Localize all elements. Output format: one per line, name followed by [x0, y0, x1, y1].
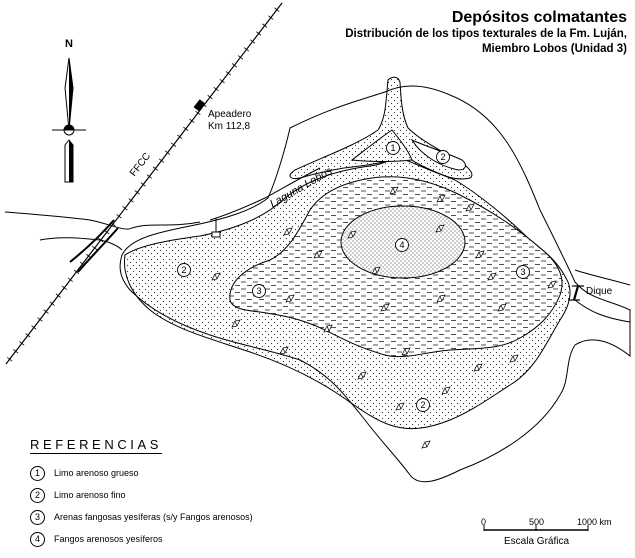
- zone-marker: 3: [252, 284, 266, 298]
- railway-line: [5, 2, 283, 365]
- road-crossing: [69, 219, 119, 273]
- river-east-bank: [574, 299, 631, 323]
- dam-marker: [568, 285, 584, 301]
- legend-text: Fangos arenosos yesíferos: [54, 534, 163, 544]
- zone-marker: 2: [416, 398, 430, 412]
- north-arrow-icon: [52, 57, 86, 183]
- legend-item: 4 Fangos arenosos yesíferos: [30, 528, 253, 550]
- legend-title: REFERENCIAS: [30, 437, 163, 454]
- gypsum-crystal-icon: [357, 371, 367, 380]
- gypsum-crystal-icon: [283, 227, 293, 236]
- gypsum-crystal-icon: [509, 354, 519, 363]
- legend: REFERENCIAS 1 Limo arenoso grueso 2 Limo…: [30, 436, 253, 550]
- map-title: Depósitos colmatantes: [451, 9, 627, 26]
- gypsum-crystal-icon: [435, 224, 445, 233]
- lagoon-shore: [209, 167, 321, 221]
- scale-tick-1000: 1000 km: [577, 517, 612, 527]
- scale-bar: [483, 525, 589, 531]
- zone-marker: 2: [436, 150, 450, 164]
- gypsum-crystal-icon: [473, 363, 483, 372]
- zone-marker: 2: [177, 263, 191, 277]
- gypsum-crystal-icon: [279, 346, 289, 355]
- legend-number: 3: [30, 509, 45, 525]
- gypsum-crystal-icon: [285, 294, 295, 303]
- station-label-1: Apeadero: [208, 109, 252, 120]
- scale-tick-0: 0: [481, 517, 487, 527]
- gypsum-crystal-icon: [475, 250, 485, 259]
- legend-text: Limo arenoso grueso: [54, 468, 139, 478]
- scale-tick-500: 500: [529, 517, 545, 527]
- river-east: [574, 269, 631, 286]
- gypsum-crystal-icon: [347, 230, 357, 239]
- gypsum-crystal-icon: [436, 294, 446, 303]
- station-marker: [193, 99, 206, 112]
- station-label-2: Km 112,8: [208, 121, 251, 132]
- gypsum-crystal-icon: [389, 186, 399, 195]
- river-west-bank: [39, 237, 123, 251]
- zone-marker-number: 2: [440, 152, 445, 162]
- zone-marker-number: 4: [399, 240, 404, 250]
- gypsum-crystal-icon: [323, 324, 333, 333]
- legend-item: 2 Limo arenoso fino: [30, 484, 253, 506]
- basin-outline: [119, 85, 631, 483]
- gypsum-crystal-icon: [380, 303, 390, 312]
- gypsum-crystal-icon: [395, 402, 405, 411]
- legend-number: 1: [30, 465, 45, 481]
- zone-marker-number: 3: [256, 286, 261, 296]
- gypsum-crystal-icon: [211, 272, 221, 281]
- dam-label: Dique: [586, 286, 613, 297]
- north-label: N: [65, 38, 73, 50]
- legend-item: 1 Limo arenoso grueso: [30, 462, 253, 484]
- river-west: [4, 211, 201, 230]
- title-block: Depósitos colmatantes Distribución de lo…: [345, 8, 627, 57]
- gypsum-crystal-icon: [371, 266, 381, 275]
- map-subtitle-line-2: Miembro Lobos (Unidad 3): [481, 43, 627, 55]
- gypsum-symbols: [211, 186, 557, 449]
- map-subtitle-line-1: Distribución de los tipos texturales de …: [345, 28, 627, 40]
- pier-marker: [211, 231, 221, 238]
- scale-caption: Escala Gráfica: [504, 536, 570, 547]
- gypsum-crystal-icon: [401, 347, 411, 356]
- zone-marker: 3: [516, 265, 530, 279]
- gypsum-crystal-icon: [497, 303, 507, 312]
- zone-marker-number: 2: [181, 265, 186, 275]
- gypsum-crystal-icon: [547, 280, 557, 289]
- zone-marker-number: 3: [520, 267, 525, 277]
- zone-marker: 1: [386, 141, 400, 155]
- gypsum-crystal-icon: [487, 272, 497, 281]
- legend-number: 4: [30, 531, 45, 547]
- gypsum-crystal-icon: [441, 386, 451, 395]
- gypsum-crystal-icon: [421, 440, 431, 449]
- legend-number: 2: [30, 487, 45, 503]
- gypsum-crystal-icon: [465, 203, 475, 212]
- zone-marker-number: 1: [390, 143, 395, 153]
- legend-item: 3 Arenas fangosas yesíferas (s/y Fangos …: [30, 506, 253, 528]
- zone-marker: 4: [395, 238, 409, 252]
- gypsum-crystal-icon: [436, 194, 446, 203]
- legend-text: Limo arenoso fino: [54, 490, 126, 500]
- gypsum-crystal-icon: [231, 319, 241, 328]
- gypsum-crystal-icon: [313, 250, 323, 259]
- legend-text: Arenas fangosas yesíferas (s/y Fangos ar…: [54, 512, 253, 522]
- zone-marker-number: 2: [420, 400, 425, 410]
